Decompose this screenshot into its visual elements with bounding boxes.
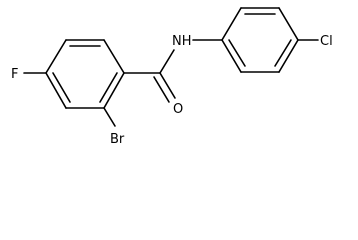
bond xyxy=(45,72,67,109)
carbonyl-double-bond-a xyxy=(159,72,176,99)
bond xyxy=(103,39,125,74)
double-bond-inner xyxy=(99,72,118,103)
left-benzene-ring xyxy=(45,39,125,109)
bond xyxy=(221,39,242,73)
double-bond-inner xyxy=(52,72,71,103)
fluorine-label: F xyxy=(11,67,18,82)
amide-nitrogen-label: NH xyxy=(172,34,192,49)
double-bond-inner xyxy=(274,39,292,67)
bond xyxy=(45,39,67,74)
double-bond-inner xyxy=(228,39,246,67)
bond xyxy=(278,7,299,41)
right-benzene-ring xyxy=(221,7,299,73)
bond xyxy=(221,7,242,41)
bond xyxy=(278,39,299,73)
carbonyl-n-bond xyxy=(159,49,175,74)
bond xyxy=(103,72,125,109)
molecule-diagram: F Br O NH Cl xyxy=(11,7,333,147)
c-br-bond xyxy=(103,107,116,127)
bromine-label: Br xyxy=(110,132,125,147)
chlorine-label: Cl xyxy=(320,34,333,49)
carbonyl-double-bond-b xyxy=(153,76,170,103)
oxygen-label: O xyxy=(173,102,183,117)
structure-svg: F Br O NH Cl xyxy=(11,7,333,147)
